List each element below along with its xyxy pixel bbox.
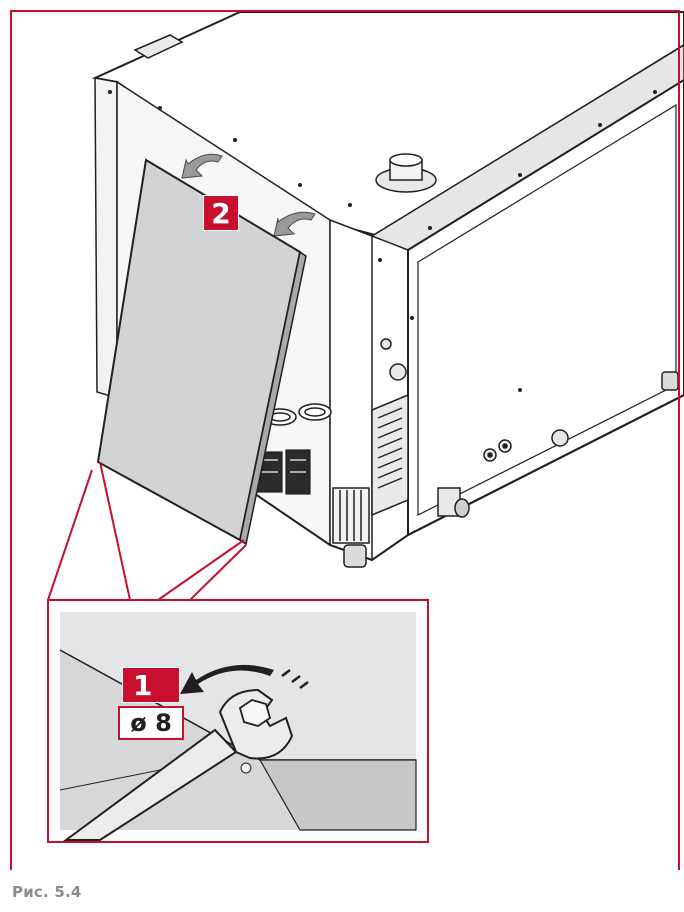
side-connectors — [380, 338, 569, 518]
appliance-feet — [343, 371, 679, 568]
screw-dots — [108, 90, 657, 392]
appliance-base — [116, 394, 684, 562]
rear-openings — [263, 403, 332, 426]
wrench-size-label: ø 8 — [118, 706, 184, 740]
figure-caption: Рис. 5.4 — [12, 883, 82, 901]
terminal-blocks — [257, 449, 311, 495]
step-1-badge: 1 — [122, 667, 180, 703]
wrench — [62, 688, 294, 841]
vent-slots — [377, 407, 403, 489]
rotation-arrow-icon — [180, 664, 309, 694]
bottom-grille — [332, 487, 370, 544]
removal-arrows — [181, 153, 316, 237]
appliance-left-pillar — [94, 77, 118, 400]
chimney-vent — [375, 153, 437, 193]
step-2-badge: 2 — [203, 195, 239, 231]
appliance-chamfer — [370, 44, 684, 251]
vent-frame — [371, 393, 409, 517]
removed-panel-edge — [239, 250, 307, 546]
callout-lines — [47, 461, 247, 601]
top-hinge — [133, 34, 184, 59]
